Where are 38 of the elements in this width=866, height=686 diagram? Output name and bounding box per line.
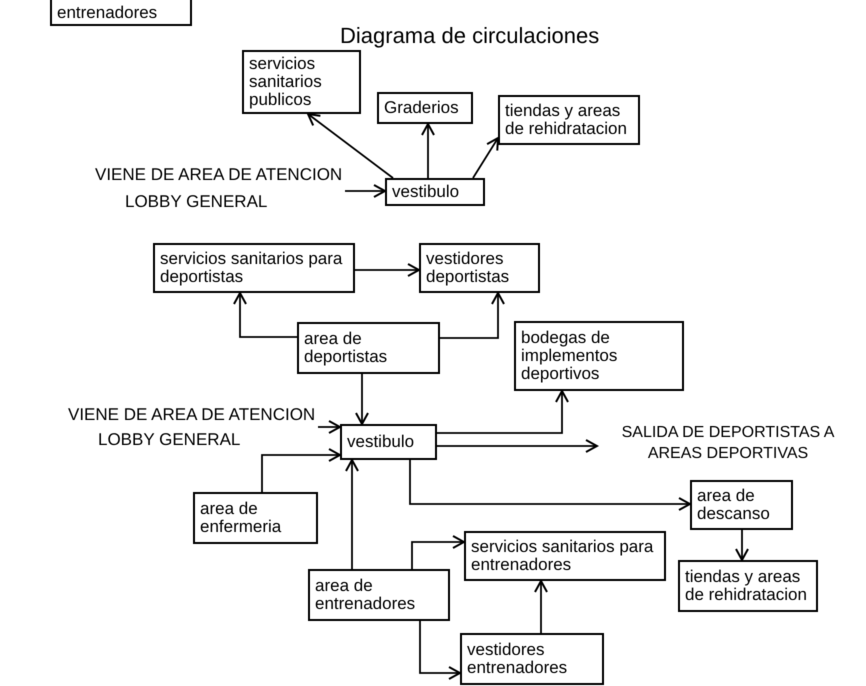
area-box: vestidores entrenadores [460, 633, 604, 685]
arrow [411, 535, 465, 569]
arrow [472, 137, 499, 178]
flow-note: VIENE DE AREA DE ATENCION LOBBY GENERAL [95, 165, 345, 211]
area-box: vestidores deportistas [419, 243, 540, 293]
area-box: bodegas de implementos deportivos [514, 321, 684, 391]
area-box: entrenadores [50, 0, 192, 26]
arrow [345, 459, 359, 569]
arrow [345, 184, 386, 198]
arrow [419, 621, 461, 680]
arrow [233, 292, 297, 338]
area-box: tiendas y areas de rehidratacion [498, 95, 640, 145]
flow-note: VIENE DE AREA DE ATENCION LOBBY GENERAL [68, 405, 318, 449]
arrow [437, 390, 569, 434]
area-box: vestibulo [340, 424, 437, 460]
area-box: servicios sanitarios para entrenadores [464, 531, 666, 581]
area-box: Graderios [377, 92, 473, 124]
arrow [355, 374, 369, 425]
area-box: area de entrenadores [308, 569, 450, 621]
area-box: area de descanso [690, 480, 793, 530]
arrow [421, 123, 435, 178]
arrow [318, 420, 341, 434]
arrow [261, 448, 341, 492]
arrow [735, 530, 749, 561]
area-box: servicios sanitarios para deportistas [153, 243, 355, 293]
arrow [307, 113, 394, 179]
arrow [355, 263, 420, 277]
arrow [534, 580, 548, 633]
area-box: tiendas y areas de rehidratacion [678, 560, 818, 612]
area-box: vestibulo [385, 178, 485, 206]
arrow [437, 439, 598, 453]
area-box: servicios sanitarios publicos [242, 50, 361, 114]
area-box: area de enfermeria [193, 492, 318, 544]
flow-note: SALIDA DE DEPORTISTAS A AREAS DEPORTIVAS [597, 421, 859, 465]
diagram-title: Diagrama de circulaciones [340, 22, 600, 50]
area-box: area de deportistas [297, 322, 440, 374]
arrow [440, 292, 505, 339]
arrow [409, 460, 691, 511]
